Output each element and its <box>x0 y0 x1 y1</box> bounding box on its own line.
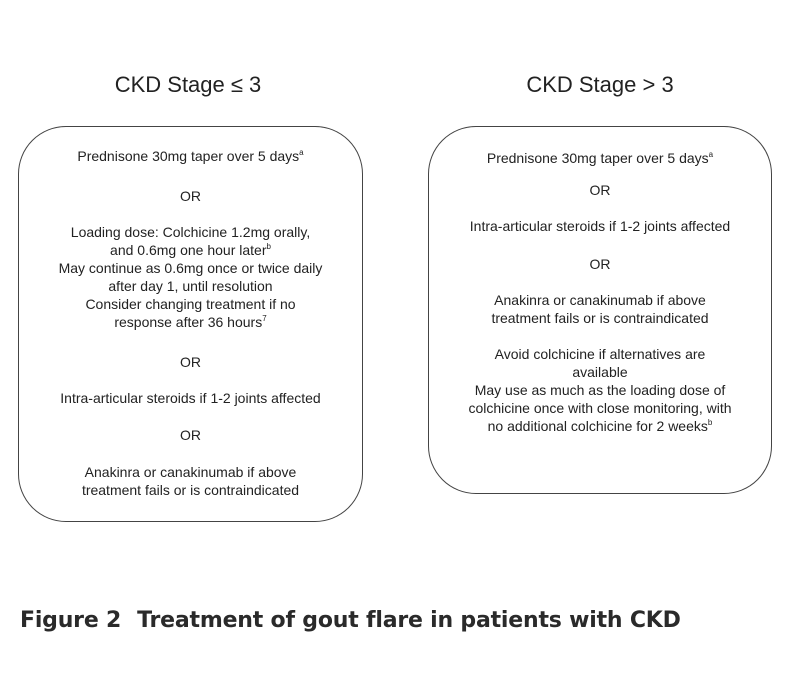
left-box-line: Loading dose: Colchicine 1.2mg orally, <box>19 223 362 241</box>
footnote-marker: a <box>299 148 304 157</box>
left-box-line: and 0.6mg one hour laterb <box>19 241 362 259</box>
left-or-separator: OR <box>19 353 362 371</box>
left-box-line: May continue as 0.6mg once or twice dail… <box>19 259 362 277</box>
left-line-text: Consider changing treatment if no <box>85 296 296 312</box>
left-box-line: response after 36 hours7 <box>19 313 362 331</box>
right-line-text: no additional colchicine for 2 weeks <box>487 418 708 434</box>
left-column-heading: CKD Stage ≤ 3 <box>114 72 262 97</box>
left-line-text: OR <box>180 188 201 204</box>
left-line-text: and 0.6mg one hour later <box>110 242 267 258</box>
right-box-line: treatment fails or is contraindicated <box>429 309 771 327</box>
left-line-text: Loading dose: Colchicine 1.2mg orally, <box>70 224 311 240</box>
right-box-line: available <box>429 363 771 381</box>
left-or-separator: OR <box>19 426 362 444</box>
figure-label: Figure 2 <box>20 608 122 633</box>
left-or-separator: OR <box>19 187 362 205</box>
figure-caption-text: Treatment of gout flare in patients with… <box>137 608 681 633</box>
right-line-text: treatment fails or is contraindicated <box>491 310 709 326</box>
left-line-text: after day 1, until resolution <box>108 278 273 294</box>
left-line-text: OR <box>180 354 201 370</box>
right-line-text: May use as much as the loading dose of <box>474 382 726 398</box>
footnote-marker: b <box>266 242 271 251</box>
left-box-line: Prednisone 30mg taper over 5 daysa <box>19 147 362 165</box>
left-box-line: Intra-articular steroids if 1-2 joints a… <box>19 389 362 407</box>
right-line-text: Prednisone 30mg taper over 5 days <box>486 150 709 166</box>
right-box-line: Prednisone 30mg taper over 5 daysa <box>429 149 771 167</box>
left-line-text: treatment fails or is contraindicated <box>81 482 300 498</box>
footnote-marker: a <box>708 150 714 159</box>
right-or-separator: OR <box>429 255 771 273</box>
right-box-line: colchicine once with close monitoring, w… <box>429 399 771 417</box>
right-box-line: Intra-articular steroids if 1-2 joints a… <box>429 217 771 235</box>
left-box-line: Anakinra or canakinumab if above <box>19 463 362 481</box>
footnote-marker: 7 <box>262 314 267 323</box>
left-box-line: Consider changing treatment if no <box>19 295 362 313</box>
left-line-text: OR <box>180 427 201 443</box>
right-box-line: Avoid colchicine if alternatives are <box>429 345 771 363</box>
right-line-text: OR <box>589 256 611 272</box>
right-box-line: May use as much as the loading dose of <box>429 381 771 399</box>
left-line-text: May continue as 0.6mg once or twice dail… <box>58 260 323 276</box>
right-line-text: Intra-articular steroids if 1-2 joints a… <box>469 218 731 234</box>
right-line-text: Avoid colchicine if alternatives are <box>494 346 706 362</box>
right-line-text: colchicine once with close monitoring, w… <box>468 400 732 416</box>
right-or-separator: OR <box>429 181 771 199</box>
left-line-text: Prednisone 30mg taper over 5 days <box>77 148 300 164</box>
right-line-text: OR <box>589 182 611 198</box>
left-line-text: Intra-articular steroids if 1-2 joints a… <box>60 390 321 406</box>
left-line-text: response after 36 hours <box>114 314 263 330</box>
right-line-text: available <box>572 364 628 380</box>
figure-caption: Figure 2 Treatment of gout flare in patie… <box>20 608 681 633</box>
left-box-line: after day 1, until resolution <box>19 277 362 295</box>
right-box-line: no additional colchicine for 2 weeksb <box>429 417 771 435</box>
footnote-marker: b <box>707 418 713 427</box>
right-line-text: Anakinra or canakinumab if above <box>494 292 706 308</box>
right-column-heading: CKD Stage > 3 <box>526 72 674 97</box>
left-box-line: treatment fails or is contraindicated <box>19 481 362 499</box>
right-box-line: Anakinra or canakinumab if above <box>429 291 771 309</box>
left-line-text: Anakinra or canakinumab if above <box>84 464 297 480</box>
